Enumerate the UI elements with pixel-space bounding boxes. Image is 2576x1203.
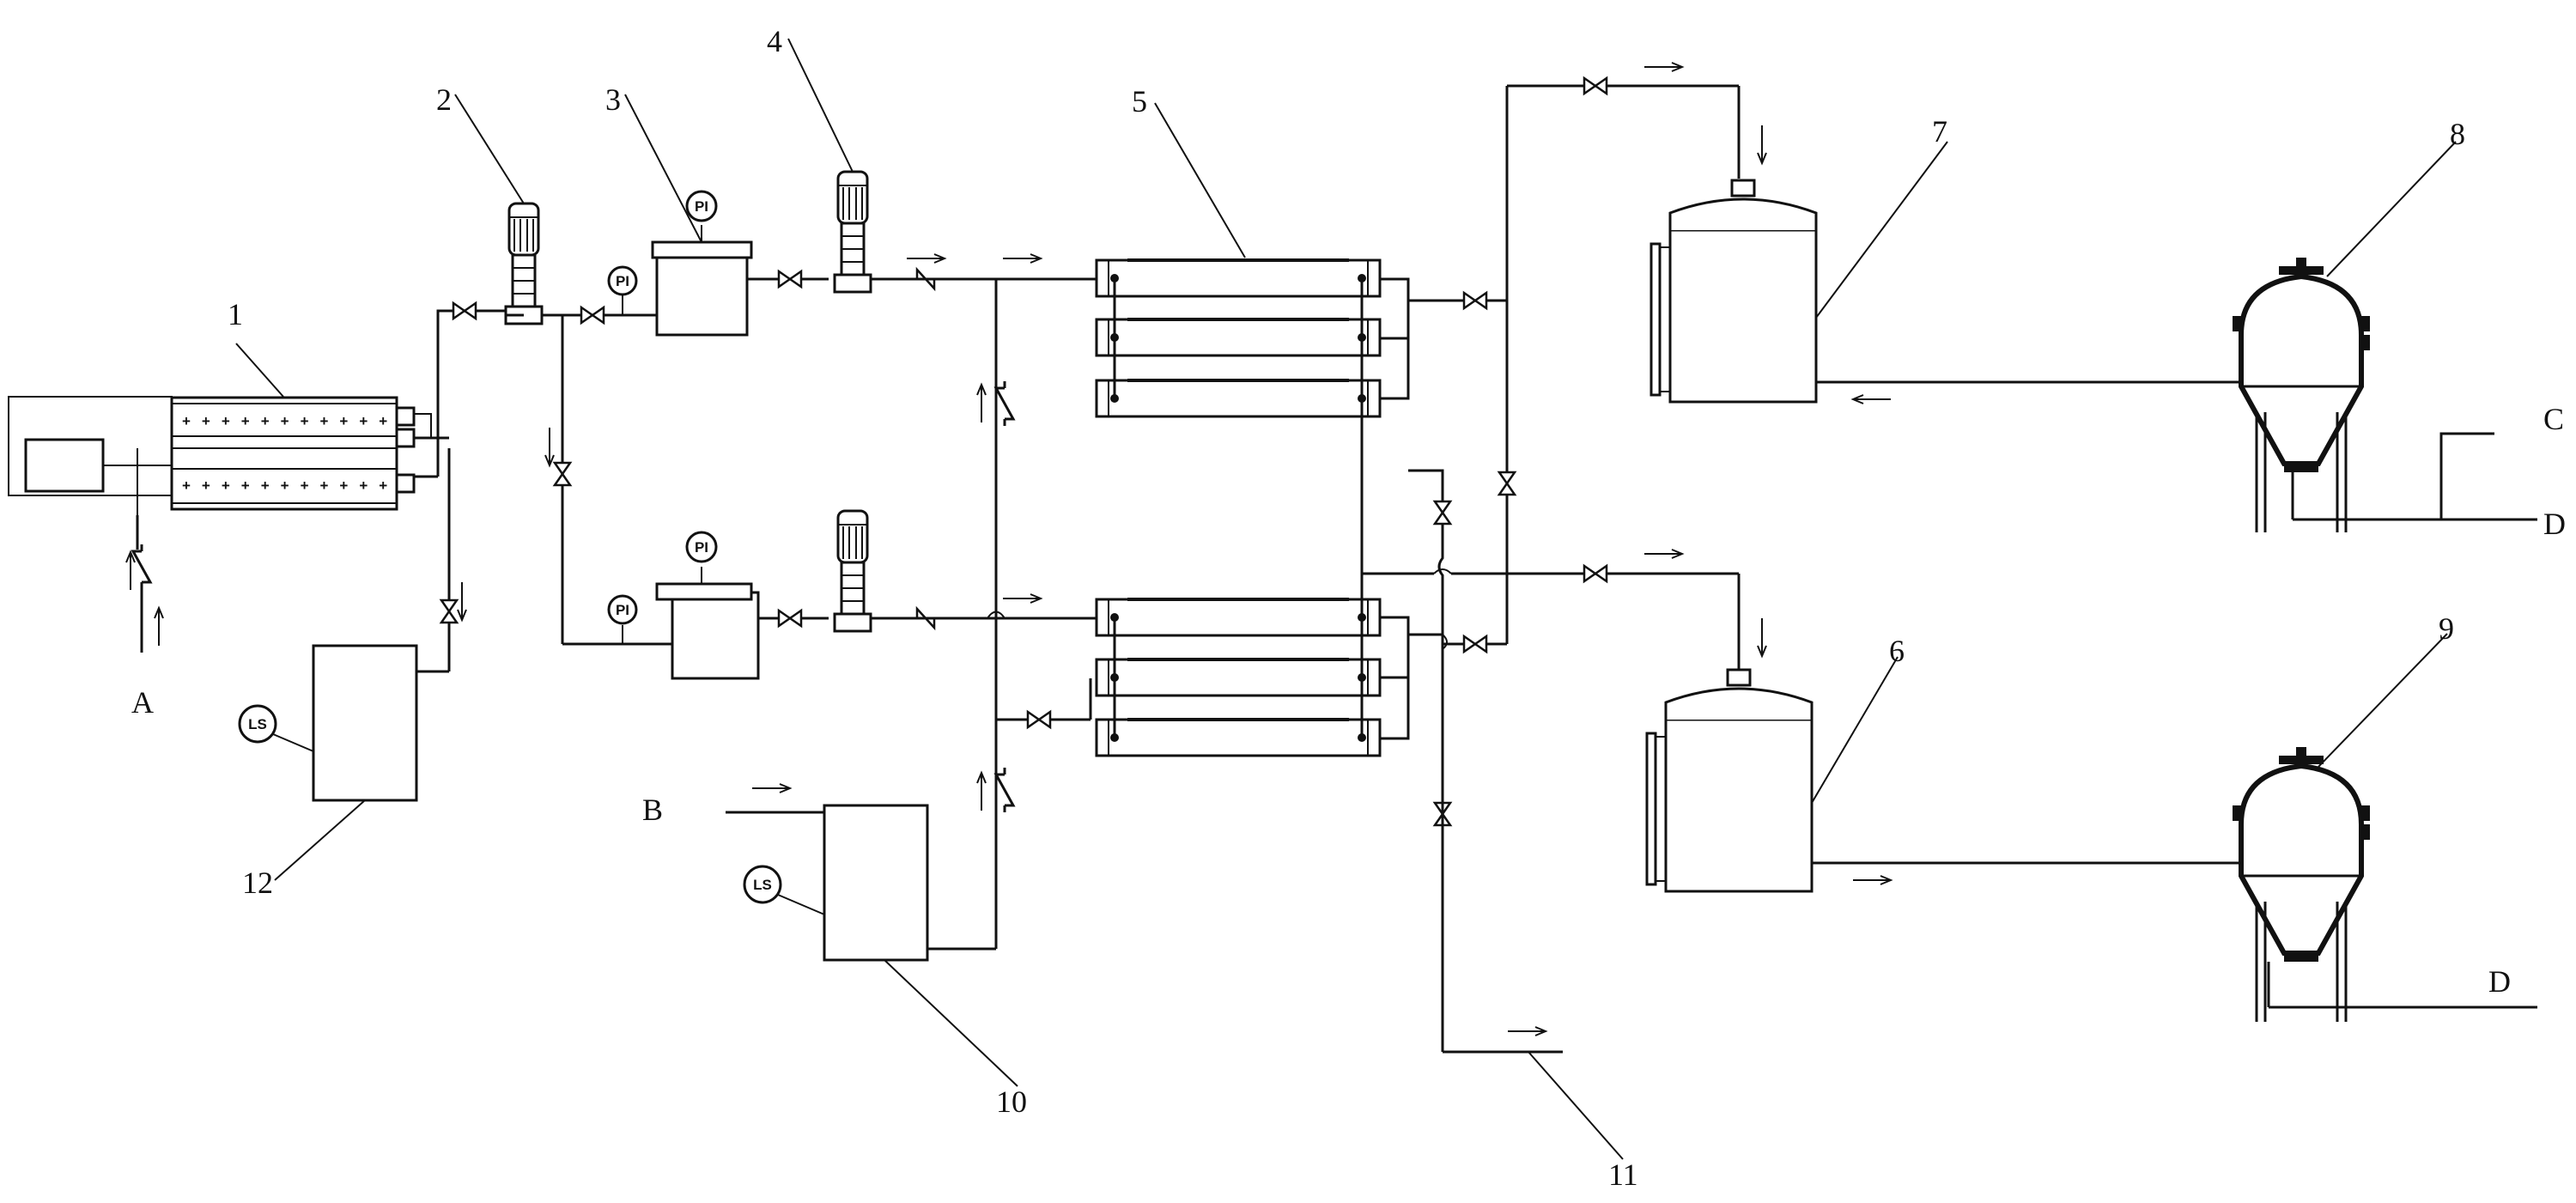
ls-label-10: LS bbox=[753, 877, 772, 893]
membrane-module-5-lower bbox=[1095, 598, 1410, 757]
label-b: B bbox=[642, 793, 663, 827]
ls-label-12: LS bbox=[248, 716, 267, 732]
label-5: 5 bbox=[1132, 84, 1147, 118]
label-c: C bbox=[2543, 402, 2564, 436]
pressure-gauge-a bbox=[607, 265, 638, 296]
fermenter-9 bbox=[2233, 747, 2370, 1022]
equipment-1-stack: +++++++++++ +++++++++++ bbox=[8, 396, 416, 550]
label-a: A bbox=[131, 685, 154, 720]
label-2: 2 bbox=[436, 82, 452, 117]
label-6: 6 bbox=[1889, 634, 1905, 668]
pressure-gauge-b bbox=[607, 594, 638, 625]
svg-text:+++++++++++: +++++++++++ bbox=[182, 413, 398, 429]
pi-label-3: PI bbox=[616, 602, 629, 618]
label-1: 1 bbox=[228, 297, 243, 331]
label-4: 4 bbox=[767, 24, 782, 58]
pi-label-1: PI bbox=[695, 198, 708, 215]
level-switch-10 bbox=[743, 865, 782, 904]
pi-label-4: PI bbox=[695, 539, 708, 556]
svg-text:+++++++++++: +++++++++++ bbox=[182, 477, 398, 494]
label-10: 10 bbox=[996, 1085, 1027, 1119]
fermenter-8 bbox=[2233, 258, 2370, 532]
tank-10 bbox=[823, 804, 929, 962]
filter-3-lower bbox=[655, 582, 753, 601]
label-7: 7 bbox=[1932, 114, 1947, 149]
pressure-gauge-3 bbox=[685, 190, 718, 222]
tank-12 bbox=[312, 644, 418, 802]
label-12: 12 bbox=[242, 866, 273, 900]
pressure-gauge-3b bbox=[685, 531, 718, 563]
label-d-upper: D bbox=[2543, 507, 2566, 541]
label-11: 11 bbox=[1608, 1157, 1638, 1192]
pi-label-2: PI bbox=[616, 273, 629, 289]
label-3: 3 bbox=[605, 82, 621, 117]
level-switch-12 bbox=[238, 704, 277, 744]
label-d-lower: D bbox=[2488, 964, 2511, 999]
label-8: 8 bbox=[2450, 117, 2465, 151]
membrane-module-5-upper bbox=[1095, 258, 1410, 418]
label-9: 9 bbox=[2439, 611, 2454, 646]
storage-tank-7 bbox=[1649, 179, 1818, 404]
storage-tank-6 bbox=[1645, 668, 1814, 893]
filter-3-upper bbox=[651, 240, 753, 259]
